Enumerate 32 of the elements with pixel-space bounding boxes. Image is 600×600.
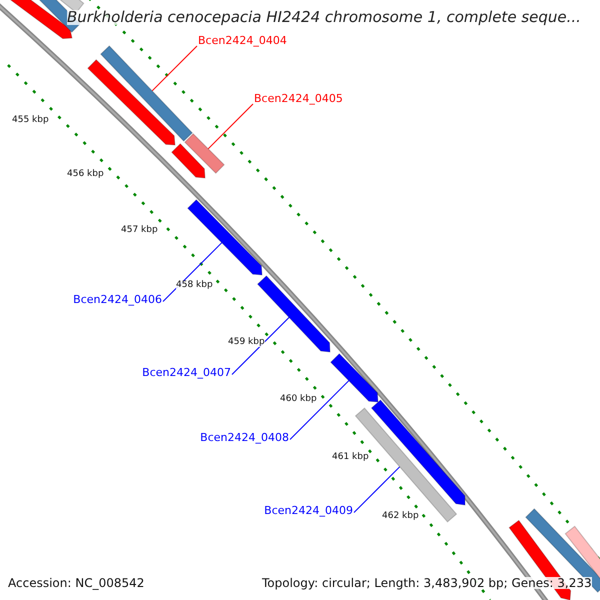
gene-label: Bcen2424_0406	[73, 294, 162, 305]
leader-line	[162, 242, 222, 302]
gene-label: Bcen2424_0404	[198, 35, 287, 46]
gene-label: Bcen2424_0405	[254, 93, 343, 104]
tick-label: 459 kbp	[228, 338, 265, 347]
summary-text: Topology: circular; Length: 3,483,902 bp; Genes: 3,233	[262, 577, 592, 589]
tick-label: 455 kbp	[12, 116, 49, 125]
leader-line	[354, 466, 400, 513]
gene-bar	[187, 199, 263, 276]
gene-bar	[171, 143, 206, 179]
gene-bar	[370, 399, 466, 506]
tick-label: 456 kbp	[67, 170, 104, 179]
tick-label: 461 kbp	[332, 453, 369, 462]
tick-label: 460 kbp	[280, 395, 317, 404]
map-title: Burkholderia cenocepacia HI2424 chromosome 1, complete seque...	[67, 10, 581, 25]
gene-label: Bcen2424_0408	[200, 432, 289, 443]
gene-bar	[330, 353, 379, 403]
leader-line	[208, 104, 254, 150]
leader-line	[232, 316, 290, 375]
tick-label: 457 kbp	[121, 226, 158, 235]
gene-bar	[354, 407, 458, 523]
leader-line	[290, 380, 350, 440]
tick-label: 458 kbp	[176, 281, 213, 290]
tick-label: 462 kbp	[382, 512, 419, 521]
gene-bar	[100, 45, 193, 142]
gene-bar	[87, 59, 176, 146]
gene-bar	[184, 133, 225, 174]
accession-text: Accession: NC_008542	[8, 577, 144, 589]
gene-label: Bcen2424_0407	[142, 367, 231, 378]
gene-bar	[564, 526, 600, 580]
leader-line	[152, 46, 198, 92]
gene-label: Bcen2424_0409	[264, 505, 353, 516]
